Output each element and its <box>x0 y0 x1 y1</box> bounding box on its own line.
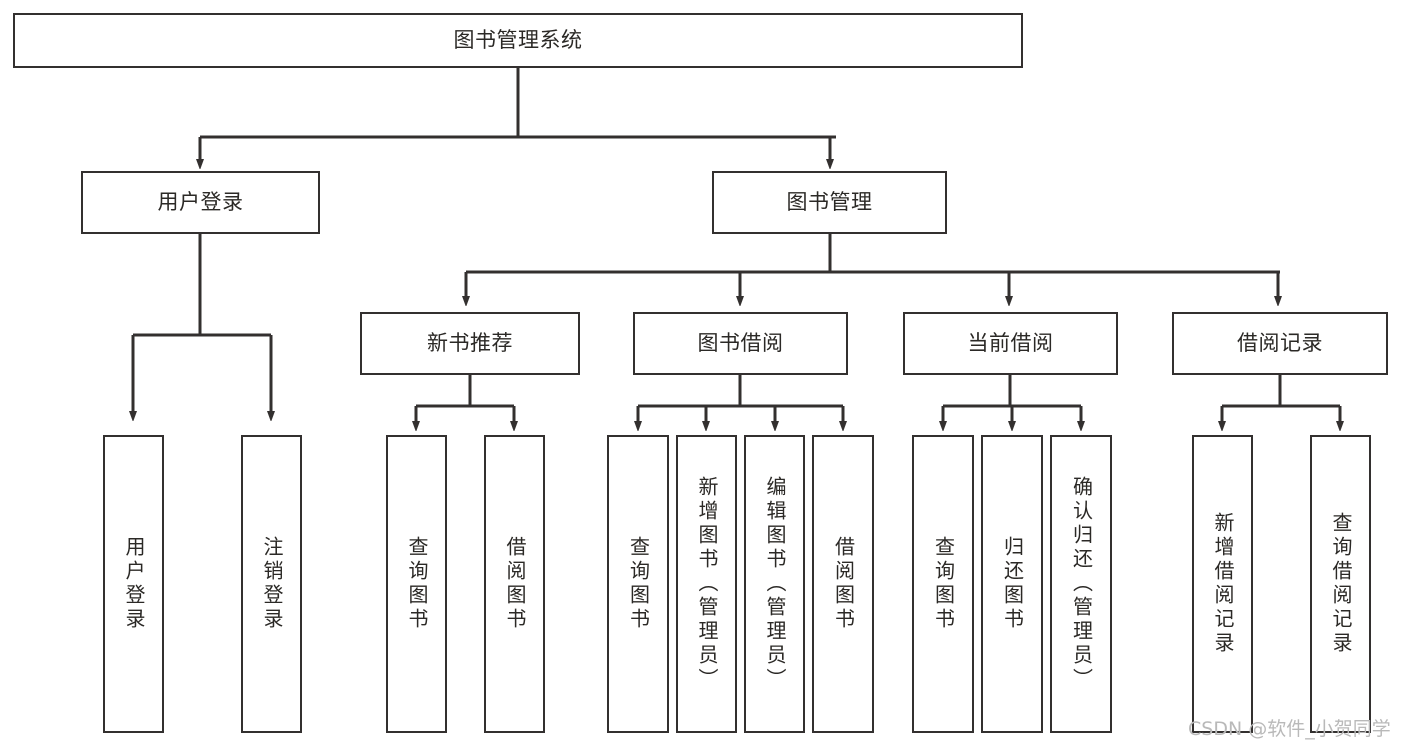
node-current-borrow[interactable]: 当前借阅 <box>903 312 1118 375</box>
node-label: 编辑图书（管理员） <box>763 476 787 692</box>
leaf-borrow-record-add-record[interactable]: 新增借阅记录 <box>1192 435 1253 733</box>
leaf-current-borrow-return-book[interactable]: 归还图书 <box>981 435 1043 733</box>
leaf-borrow-record-query-record[interactable]: 查询借阅记录 <box>1310 435 1371 733</box>
node-user-login[interactable]: 用户登录 <box>81 171 320 234</box>
csdn-watermark: CSDN @软件_小贺同学 <box>1188 718 1391 740</box>
node-book-management[interactable]: 图书管理 <box>712 171 947 234</box>
node-borrow-record[interactable]: 借阅记录 <box>1172 312 1388 375</box>
leaf-book-borrow-borrow-book[interactable]: 借阅图书 <box>812 435 874 733</box>
node-label: 用户登录 <box>157 189 244 214</box>
node-label: 用户登录 <box>122 536 146 632</box>
node-label: 借阅图书 <box>831 536 856 632</box>
node-label: 确认归还（管理员） <box>1069 476 1094 692</box>
leaf-user-login-login[interactable]: 用户登录 <box>103 435 164 733</box>
node-label: 图书借阅 <box>697 330 784 355</box>
leaf-user-login-logout[interactable]: 注销登录 <box>241 435 302 733</box>
node-book-borrow[interactable]: 图书借阅 <box>633 312 848 375</box>
node-new-book-recommend[interactable]: 新书推荐 <box>360 312 580 375</box>
node-label: 新增图书（管理员） <box>695 476 719 692</box>
leaf-book-borrow-edit-book[interactable]: 编辑图书（管理员） <box>744 435 805 733</box>
node-label: 查询图书 <box>626 536 651 632</box>
node-label: 图书管理系统 <box>453 27 583 52</box>
node-label: 查询借阅记录 <box>1329 512 1353 656</box>
leaf-book-borrow-query-book[interactable]: 查询图书 <box>607 435 669 733</box>
node-label: 图书管理 <box>786 189 873 214</box>
node-label: 当前借阅 <box>967 330 1054 355</box>
node-label: 查询图书 <box>931 536 956 632</box>
node-label: 新书推荐 <box>427 330 513 355</box>
node-label: 归还图书 <box>1000 536 1025 632</box>
node-label: 借阅记录 <box>1237 330 1323 355</box>
node-label: 查询图书 <box>405 536 429 632</box>
node-root-system[interactable]: 图书管理系统 <box>13 13 1023 68</box>
node-label: 借阅图书 <box>503 536 527 632</box>
leaf-current-borrow-confirm-return[interactable]: 确认归还（管理员） <box>1050 435 1112 733</box>
node-label: 新增借阅记录 <box>1211 512 1235 656</box>
leaf-book-borrow-add-book[interactable]: 新增图书（管理员） <box>676 435 737 733</box>
leaf-current-borrow-query-book[interactable]: 查询图书 <box>912 435 974 733</box>
leaf-new-book-query-book[interactable]: 查询图书 <box>386 435 447 733</box>
node-label: 注销登录 <box>260 536 284 632</box>
leaf-new-book-borrow-book[interactable]: 借阅图书 <box>484 435 545 733</box>
